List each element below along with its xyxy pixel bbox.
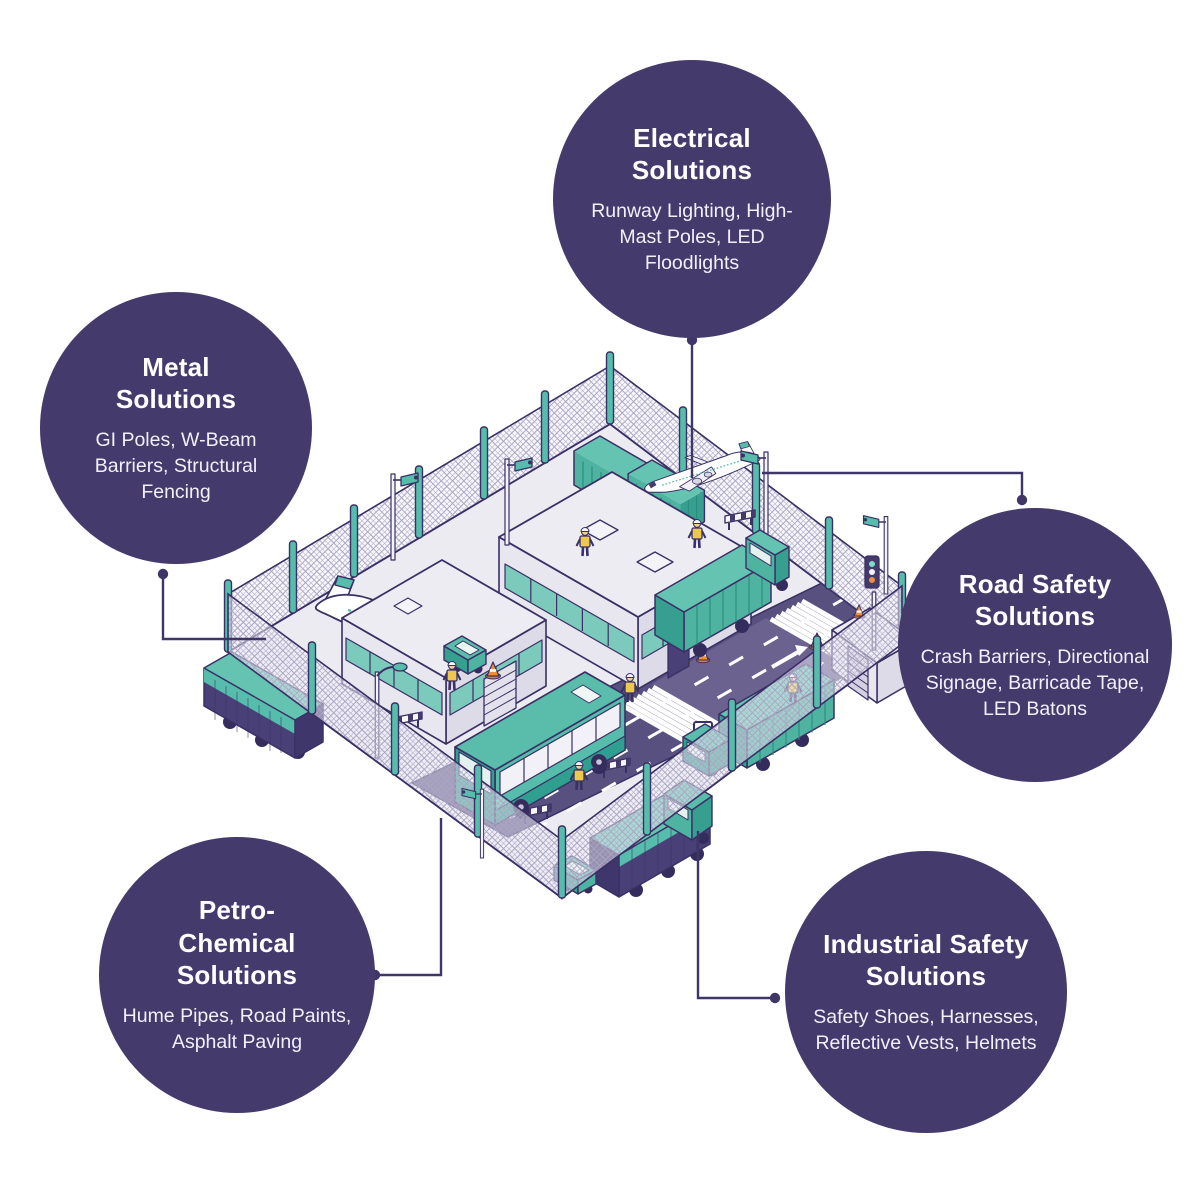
bubble-road-safety-solutions: Road Safety Solutions Crash Barriers, Di…: [898, 508, 1172, 782]
bubble-electrical-solutions: Electrical Solutions Runway Lighting, Hi…: [553, 60, 831, 338]
bubble-industrial-safety-solutions: Industrial Safety Solutions Safety Shoes…: [785, 851, 1067, 1133]
bubble-title: Petro-Chemical Solutions: [176, 895, 298, 990]
truck-road: [654, 529, 790, 657]
bubble-title: Electrical Solutions: [631, 122, 753, 185]
connector-industrial-safety: [696, 831, 773, 1000]
bubble-description: Crash Barriers, Directional Signage, Bar…: [920, 646, 1150, 720]
connector-petro-chemical: [377, 818, 443, 977]
connector-road-safety: [762, 471, 1024, 498]
bubble-description: GI Poles, W-Beam Barriers, Structural Fe…: [94, 429, 258, 503]
building-small: [341, 559, 547, 745]
connectors: [157, 334, 1028, 1004]
bubble-title: Road Safety Solutions: [958, 568, 1112, 631]
bubble-metal-solutions: Metal Solutions GI Poles, W-Beam Barrier…: [40, 292, 312, 564]
bubble-title: Metal Solutions: [115, 351, 237, 414]
bubble-petro-chemical-solutions: Petro-Chemical Solutions Hume Pipes, Roa…: [99, 837, 375, 1113]
bubble-title: Industrial Safety Solutions: [823, 928, 1029, 991]
truck-left: [203, 651, 324, 759]
bubble-description: Safety Shoes, Harnesses, Reflective Vest…: [813, 1006, 1039, 1054]
road-arrow: [771, 645, 808, 669]
fence-front: [227, 584, 903, 900]
bubble-description: Hume Pipes, Road Paints, Asphalt Paving: [122, 1005, 352, 1053]
connector-metal: [161, 574, 266, 641]
bubble-description: Runway Lighting, High-Mast Poles, LED Fl…: [591, 200, 793, 274]
